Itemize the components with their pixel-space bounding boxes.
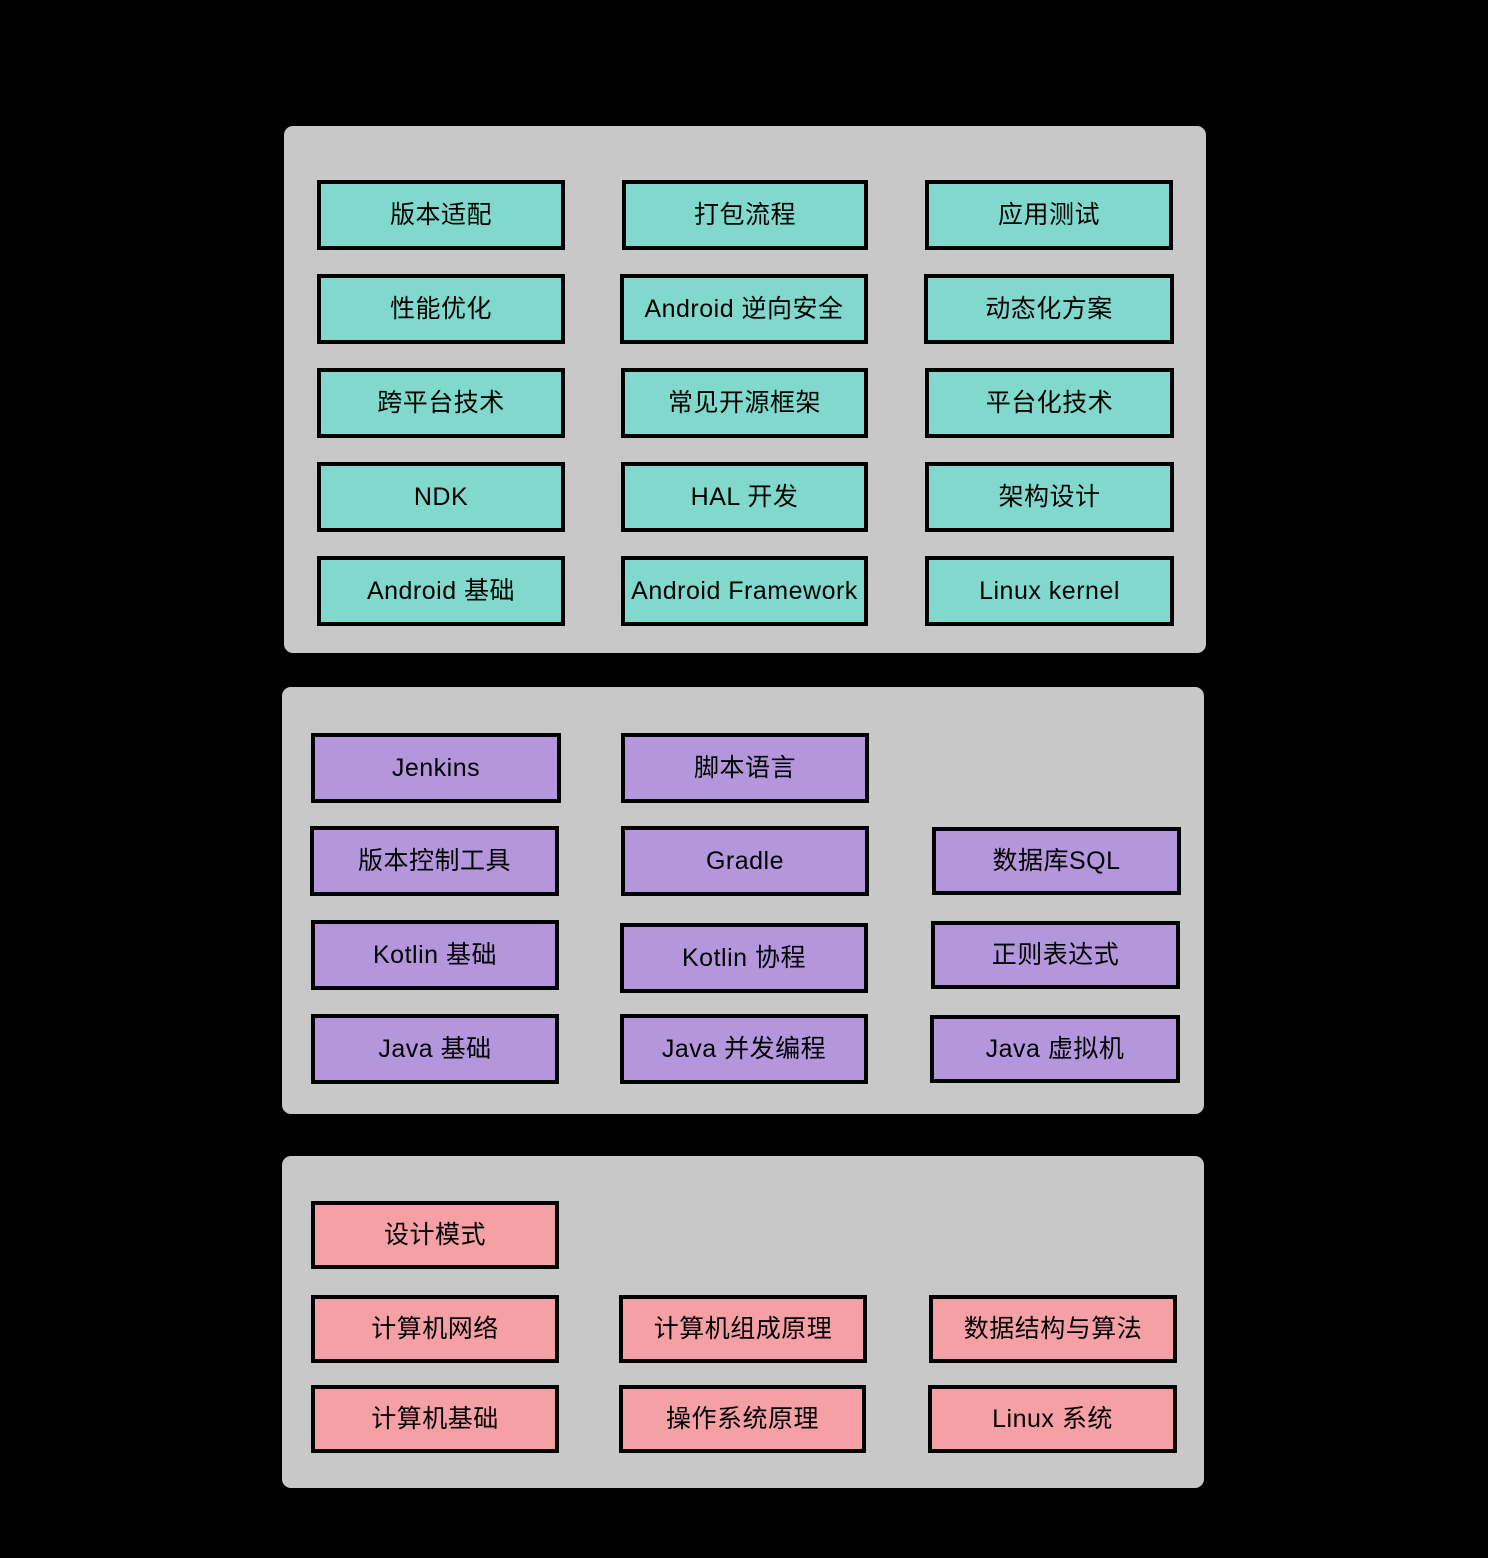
skill-node[interactable]: 操作系统原理 [619, 1385, 866, 1453]
skill-node[interactable]: Android 逆向安全 [620, 274, 868, 344]
skill-node[interactable]: NDK [317, 462, 565, 532]
skill-node[interactable]: 架构设计 [925, 462, 1174, 532]
skill-node[interactable]: Kotlin 基础 [311, 920, 559, 990]
skill-node[interactable]: 计算机组成原理 [619, 1295, 867, 1363]
skill-node[interactable]: Java 基础 [311, 1014, 559, 1084]
skill-node[interactable]: 版本适配 [317, 180, 565, 250]
skill-node[interactable]: 应用测试 [925, 180, 1173, 250]
skill-node[interactable]: 脚本语言 [621, 733, 869, 803]
skill-node[interactable]: Android Framework [621, 556, 868, 626]
skill-node[interactable]: Linux kernel [925, 556, 1174, 626]
skill-node[interactable]: 数据结构与算法 [929, 1295, 1177, 1363]
skill-node[interactable]: 设计模式 [311, 1201, 559, 1269]
skill-node[interactable]: 版本控制工具 [310, 826, 559, 896]
skill-node[interactable]: 动态化方案 [924, 274, 1174, 344]
skill-node[interactable]: 正则表达式 [931, 921, 1180, 989]
skill-node[interactable]: 平台化技术 [925, 368, 1174, 438]
skill-node[interactable]: Linux 系统 [928, 1385, 1177, 1453]
skill-node[interactable]: Jenkins [311, 733, 561, 803]
skill-node[interactable]: Kotlin 协程 [620, 923, 868, 993]
skill-node[interactable]: Java 虚拟机 [930, 1015, 1180, 1083]
skill-node[interactable]: Android 基础 [317, 556, 565, 626]
skill-node[interactable]: 性能优化 [317, 274, 565, 344]
skill-node[interactable]: Gradle [621, 826, 869, 896]
skill-node[interactable]: 打包流程 [622, 180, 868, 250]
skill-node[interactable]: 跨平台技术 [317, 368, 565, 438]
skill-node[interactable]: 常见开源框架 [621, 368, 868, 438]
skill-node[interactable]: HAL 开发 [621, 462, 868, 532]
skill-node[interactable]: 数据库SQL [932, 827, 1181, 895]
skill-node[interactable]: 计算机基础 [311, 1385, 559, 1453]
skill-node[interactable]: Java 并发编程 [620, 1014, 868, 1084]
skill-node[interactable]: 计算机网络 [311, 1295, 559, 1363]
